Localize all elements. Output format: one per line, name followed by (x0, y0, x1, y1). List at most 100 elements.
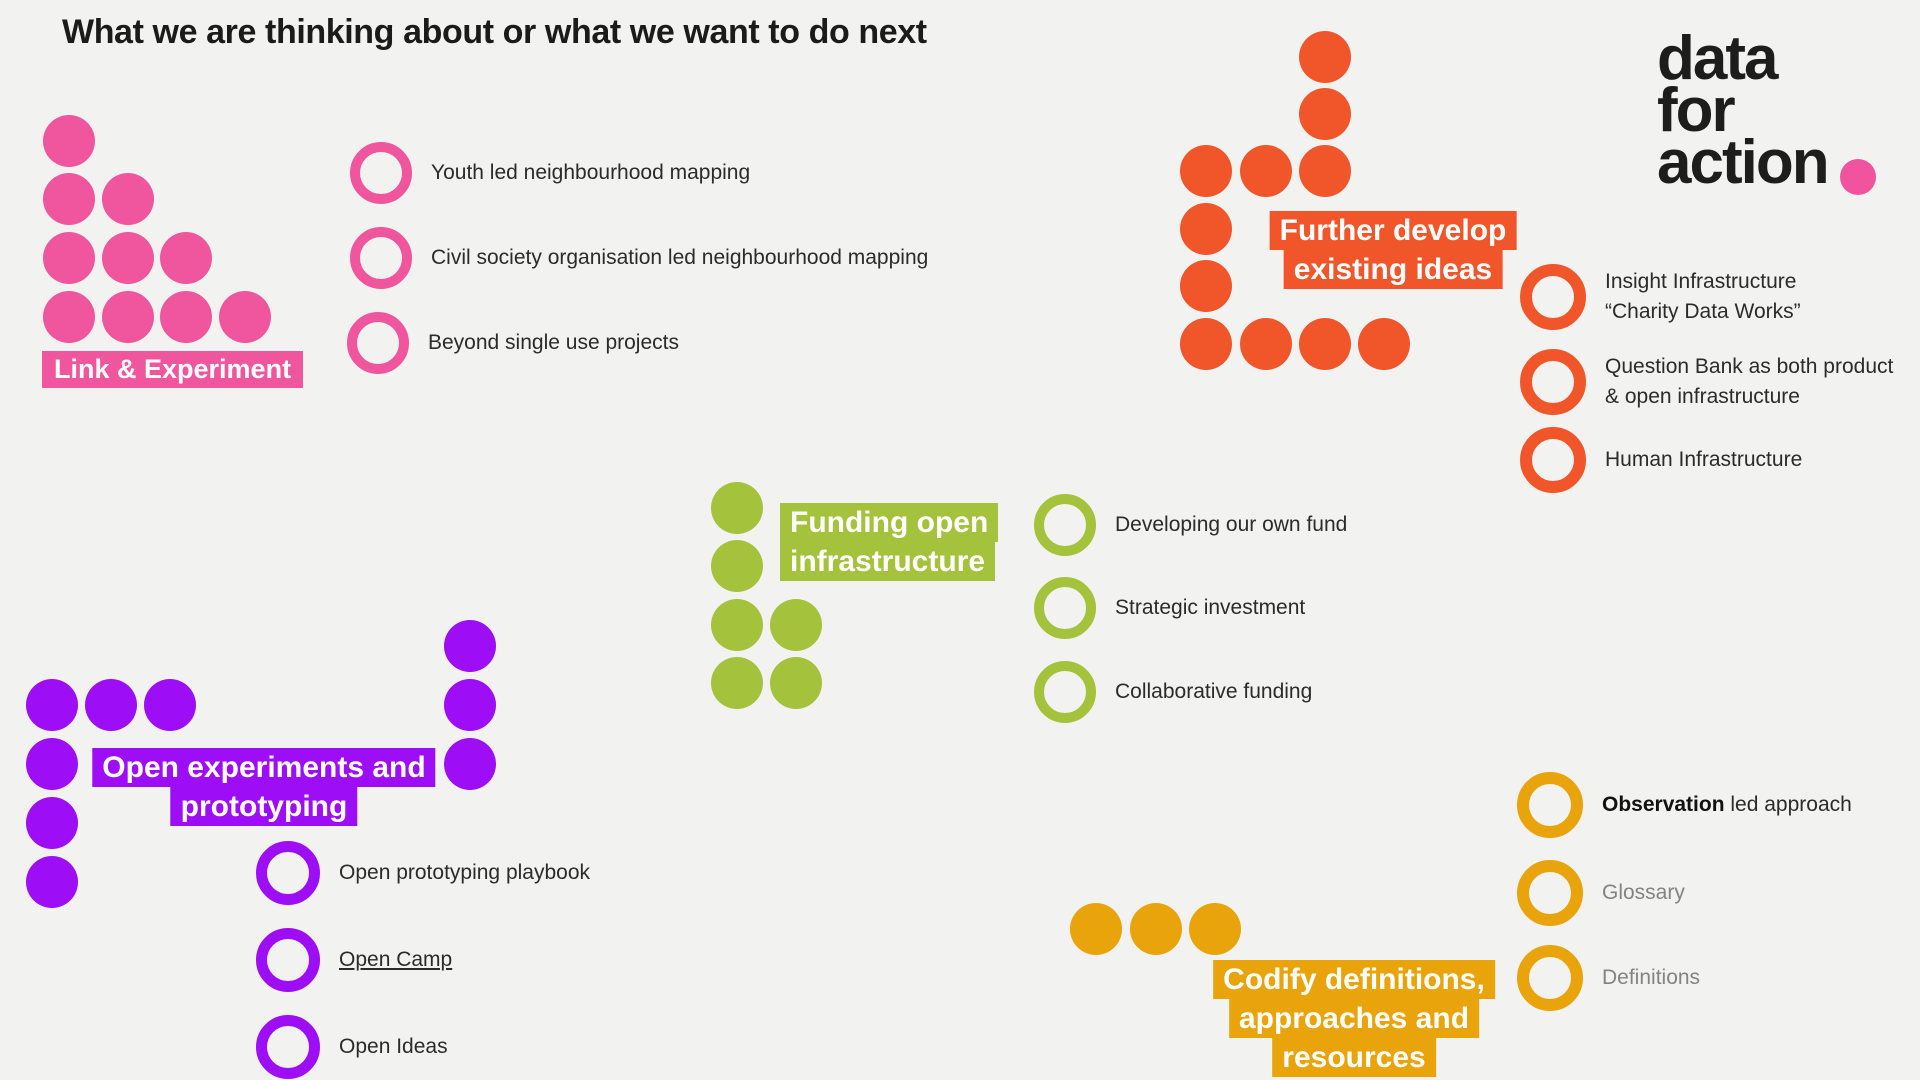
idea-item-insight-infrastructure[interactable]: Insight Infrastructure “Charity Data Wor… (1520, 263, 1801, 331)
circle-icon (347, 312, 409, 374)
dot (1180, 145, 1232, 197)
idea-label: Insight Infrastructure “Charity Data Wor… (1605, 270, 1801, 323)
cluster-label[interactable]: Further develop existing ideas (1269, 211, 1517, 289)
idea-item-own-fund[interactable]: Developing our own fund (1034, 491, 1347, 559)
dot (444, 620, 496, 672)
idea-label: Observation led approach (1602, 793, 1852, 816)
idea-item-human-infrastructure[interactable]: Human Infrastructure (1520, 426, 1802, 494)
idea-item-strategic-investment[interactable]: Strategic investment (1034, 574, 1305, 642)
dot (444, 679, 496, 731)
dot (26, 797, 78, 849)
dot (711, 657, 763, 709)
dot (711, 540, 763, 592)
dot (711, 482, 763, 534)
circle-icon (350, 142, 412, 204)
cluster-label-text: infrastructure (780, 542, 996, 581)
dot (711, 599, 763, 651)
cluster-label-text: approaches and (1228, 999, 1480, 1038)
idea-label: Glossary (1602, 881, 1685, 904)
idea-label: Human Infrastructure (1605, 448, 1803, 471)
cluster-label-text: resources (1272, 1038, 1436, 1077)
dot (1130, 903, 1182, 955)
idea-item-glossary[interactable]: Glossary (1517, 859, 1685, 927)
cluster-label-text: prototyping (170, 787, 358, 826)
dot (102, 232, 154, 284)
dot (1240, 318, 1292, 370)
idea-label: Open prototyping playbook (339, 861, 591, 884)
cluster-label[interactable]: Codify definitions, approaches and resou… (1213, 960, 1495, 1077)
dot (160, 232, 212, 284)
idea-label: Strategic investment (1115, 596, 1306, 619)
circle-icon (256, 1015, 320, 1079)
idea-label: Question Bank as both product & open inf… (1605, 355, 1894, 408)
idea-label: Youth led neighbourhood mapping (431, 161, 751, 184)
idea-label: Collaborative funding (1115, 680, 1313, 703)
idea-item-collaborative-funding[interactable]: Collaborative funding (1034, 658, 1312, 726)
idea-item-youth-mapping[interactable]: Youth led neighbourhood mapping (350, 139, 750, 207)
circle-icon (1034, 661, 1096, 723)
circle-icon (1034, 494, 1096, 556)
dot (43, 291, 95, 343)
dot (1180, 203, 1232, 255)
dot (1189, 903, 1241, 955)
cluster-label-text: Link & Experiment (42, 351, 304, 388)
dot (1299, 145, 1351, 197)
dot (1299, 88, 1351, 140)
idea-item-definitions[interactable]: Definitions (1517, 944, 1700, 1012)
circle-icon (350, 227, 412, 289)
idea-label: Civil society organisation led neighbour… (431, 246, 929, 269)
cluster-label-text: Open experiments and (92, 748, 436, 787)
dot (1240, 145, 1292, 197)
dot (1358, 318, 1410, 370)
dot (26, 738, 78, 790)
idea-item-question-bank[interactable]: Question Bank as both product & open inf… (1520, 348, 1893, 416)
idea-item-open-ideas[interactable]: Open Ideas (256, 1013, 448, 1080)
cluster-label[interactable]: Funding open infrastructure (780, 503, 999, 581)
cluster-label-text: Codify definitions, (1213, 960, 1495, 999)
dot (85, 679, 137, 731)
dot (1180, 318, 1232, 370)
idea-item-civil-society-mapping[interactable]: Civil society organisation led neighbour… (350, 224, 928, 292)
idea-item-prototyping-playbook[interactable]: Open prototyping playbook (256, 839, 590, 907)
logo-line: action (1657, 128, 1830, 197)
cluster-label-text: Further develop (1269, 211, 1517, 250)
logo-line: for (1657, 76, 1736, 145)
dot (43, 115, 95, 167)
idea-item-open-camp-link[interactable]: Open Camp (256, 926, 452, 994)
dot (1070, 903, 1122, 955)
dot (1299, 318, 1351, 370)
idea-label: Definitions (1602, 966, 1701, 989)
dot (144, 679, 196, 731)
dot (43, 173, 95, 225)
idea-item-beyond-single-use[interactable]: Beyond single use projects (347, 309, 679, 377)
idea-label: Open Camp (339, 948, 453, 971)
idea-item-observation-led[interactable]: Observation led approach (1517, 771, 1852, 839)
circle-icon (1517, 860, 1583, 926)
logo-pink-dot-icon (1840, 159, 1876, 195)
idea-label: Beyond single use projects (428, 331, 679, 354)
dot (26, 856, 78, 908)
dot (770, 657, 822, 709)
dot (102, 173, 154, 225)
page-title: What we are thinking about or what we wa… (62, 13, 927, 51)
circle-icon (1034, 577, 1096, 639)
circle-icon (1517, 772, 1583, 838)
dot (1299, 31, 1351, 83)
cluster-label[interactable]: Open experiments and prototyping (92, 748, 436, 826)
dot (1180, 260, 1232, 312)
circle-icon (256, 928, 320, 992)
circle-icon (256, 841, 320, 905)
cluster-label[interactable]: Link & Experiment (42, 351, 304, 388)
idea-label: Open Ideas (339, 1035, 448, 1058)
circle-icon (1517, 945, 1583, 1011)
data-for-action-logo: data for action (1657, 24, 1830, 197)
idea-label: Developing our own fund (1115, 513, 1348, 536)
dot (160, 291, 212, 343)
logo-line: data (1657, 24, 1778, 93)
dot (26, 679, 78, 731)
